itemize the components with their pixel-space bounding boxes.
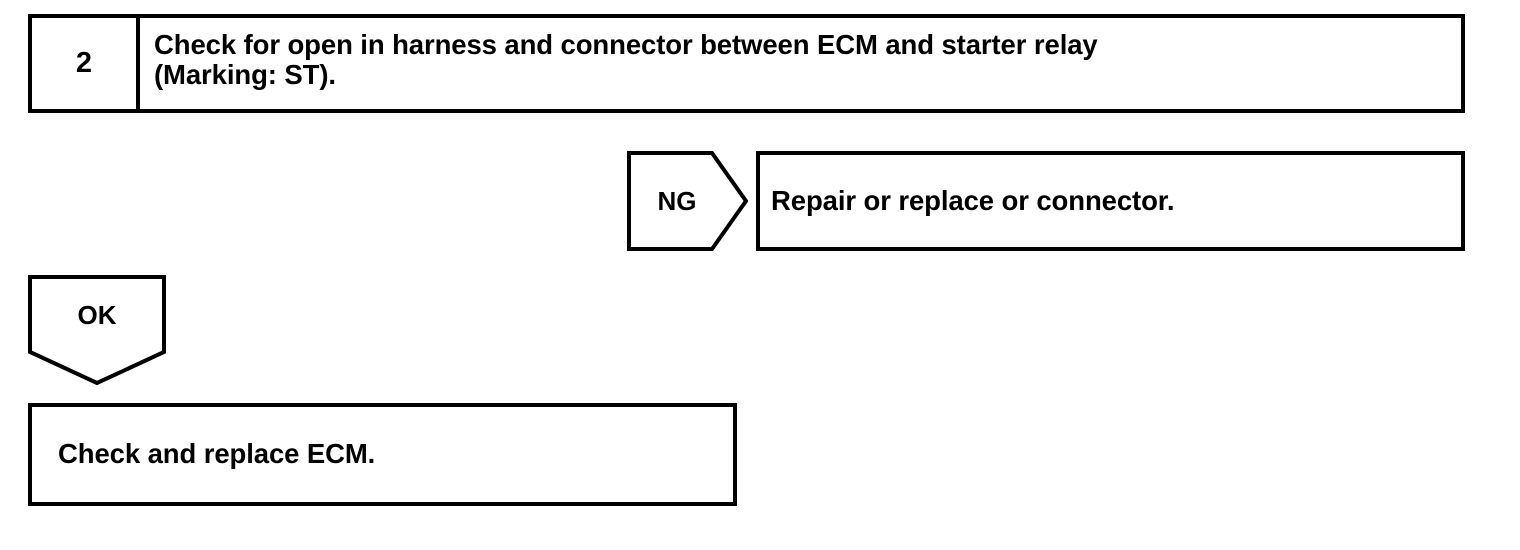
ok-action-text: Check and replace ECM.	[58, 438, 376, 470]
pentagon-down-icon	[28, 275, 166, 385]
ng-action-box: Repair or replace or connector.	[756, 151, 1465, 251]
ng-action-text: Repair or replace or connector.	[771, 184, 1175, 216]
ok-action-box: Check and replace ECM.	[28, 403, 737, 506]
ng-branch-label: NG	[657, 186, 697, 216]
pentagon-right-icon	[627, 151, 748, 251]
step-instruction-cell: Check for open in harness and connector …	[140, 18, 1461, 109]
step-number-cell: 2	[32, 18, 140, 109]
ng-branch-marker: NG	[627, 151, 748, 251]
ok-branch-marker: OK	[28, 275, 166, 385]
step-row: 2 Check for open in harness and connecto…	[28, 14, 1465, 113]
step-instruction-text: Check for open in harness and connector …	[154, 29, 1098, 90]
step-number: 2	[75, 47, 93, 79]
ok-branch-label: OK	[77, 300, 117, 330]
